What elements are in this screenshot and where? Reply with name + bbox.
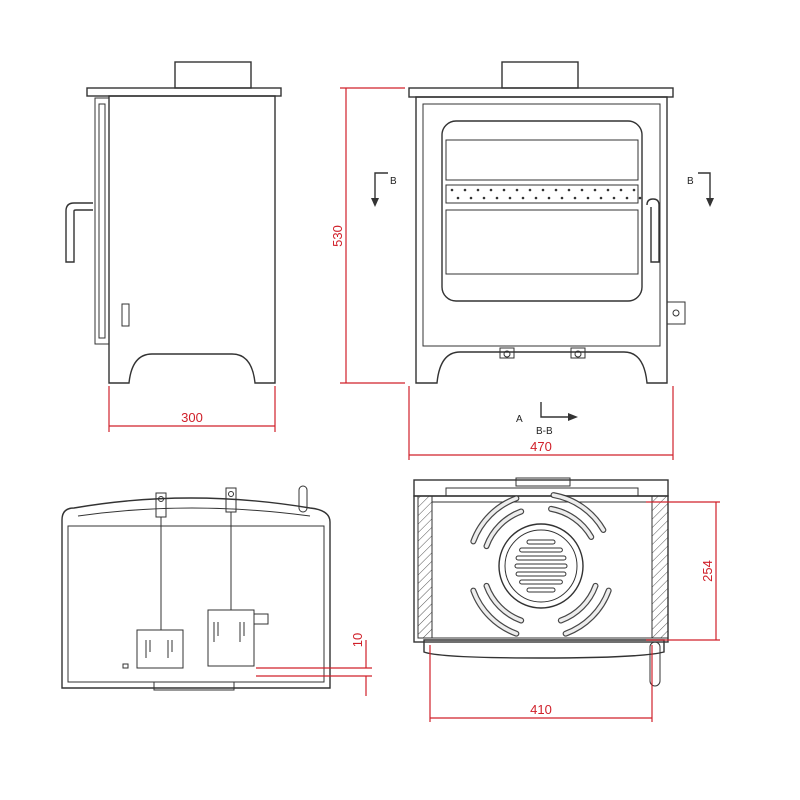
section-depth-label: 254 xyxy=(700,560,715,582)
front-view xyxy=(408,61,686,384)
section-marker-left-label: B xyxy=(390,176,397,187)
front-feet-adjusters xyxy=(499,347,586,359)
view-a-label: A xyxy=(516,414,523,425)
side-top-plate xyxy=(86,87,282,97)
front-firebox-window xyxy=(445,209,639,275)
side-flue-collar xyxy=(174,61,252,89)
section-flue-stub xyxy=(515,477,571,487)
front-side-knob xyxy=(666,301,686,325)
plan-view xyxy=(61,485,331,691)
dimension-front-width: 470 xyxy=(408,386,674,460)
front-width-label: 470 xyxy=(530,439,552,454)
dimension-side-depth: 300 xyxy=(108,386,276,432)
section-view xyxy=(413,477,669,687)
plan-rear-pin xyxy=(298,485,308,513)
section-body xyxy=(413,495,669,643)
plan-inner-outline xyxy=(67,525,325,683)
front-height-label: 530 xyxy=(330,225,345,247)
front-top-plate xyxy=(408,87,674,98)
airwash-holes xyxy=(450,188,642,200)
section-width-label: 410 xyxy=(530,702,552,717)
section-marker-left: B xyxy=(371,172,397,207)
section-baffle xyxy=(445,487,639,497)
section-marker-right: B xyxy=(687,172,714,207)
side-body xyxy=(108,95,276,384)
dimension-offset-small: 10 xyxy=(256,633,372,696)
offset-small-label: 10 xyxy=(350,633,365,647)
section-hearth-lip xyxy=(423,639,665,659)
section-bb-label: B-B xyxy=(536,426,553,437)
side-door-edge xyxy=(94,97,110,345)
dimension-section-depth: 254 xyxy=(646,501,720,641)
side-depth-label: 300 xyxy=(181,410,203,425)
section-left-liner xyxy=(417,495,433,639)
section-right-liner xyxy=(651,495,669,639)
plan-small-mark xyxy=(122,663,129,669)
front-body xyxy=(415,96,668,384)
plan-control-rod-right xyxy=(207,487,269,667)
side-view xyxy=(65,61,282,384)
front-flue-collar xyxy=(501,61,579,89)
plan-ashpan-lip xyxy=(153,681,235,691)
side-door-glass-edge xyxy=(98,103,106,339)
side-door-handle xyxy=(65,202,93,263)
section-front-pin xyxy=(649,641,661,687)
plan-outline xyxy=(61,497,331,689)
plan-top-curve xyxy=(77,507,311,517)
plan-control-rod-left xyxy=(136,492,184,669)
view-a-marker: A B-B xyxy=(516,402,578,437)
front-door-glass xyxy=(441,120,643,302)
side-air-control xyxy=(121,303,130,327)
section-marker-right-label: B xyxy=(687,176,694,187)
front-airwash-bar xyxy=(445,184,639,204)
front-door-handle xyxy=(646,198,660,263)
dimension-front-height: 530 xyxy=(330,87,405,384)
section-grate xyxy=(470,492,612,637)
front-upper-baffle xyxy=(445,139,639,181)
front-door xyxy=(422,103,661,347)
front-side-knob-dot xyxy=(672,309,680,317)
dimension-section-width: 410 xyxy=(429,645,653,722)
section-firebox xyxy=(431,501,653,639)
